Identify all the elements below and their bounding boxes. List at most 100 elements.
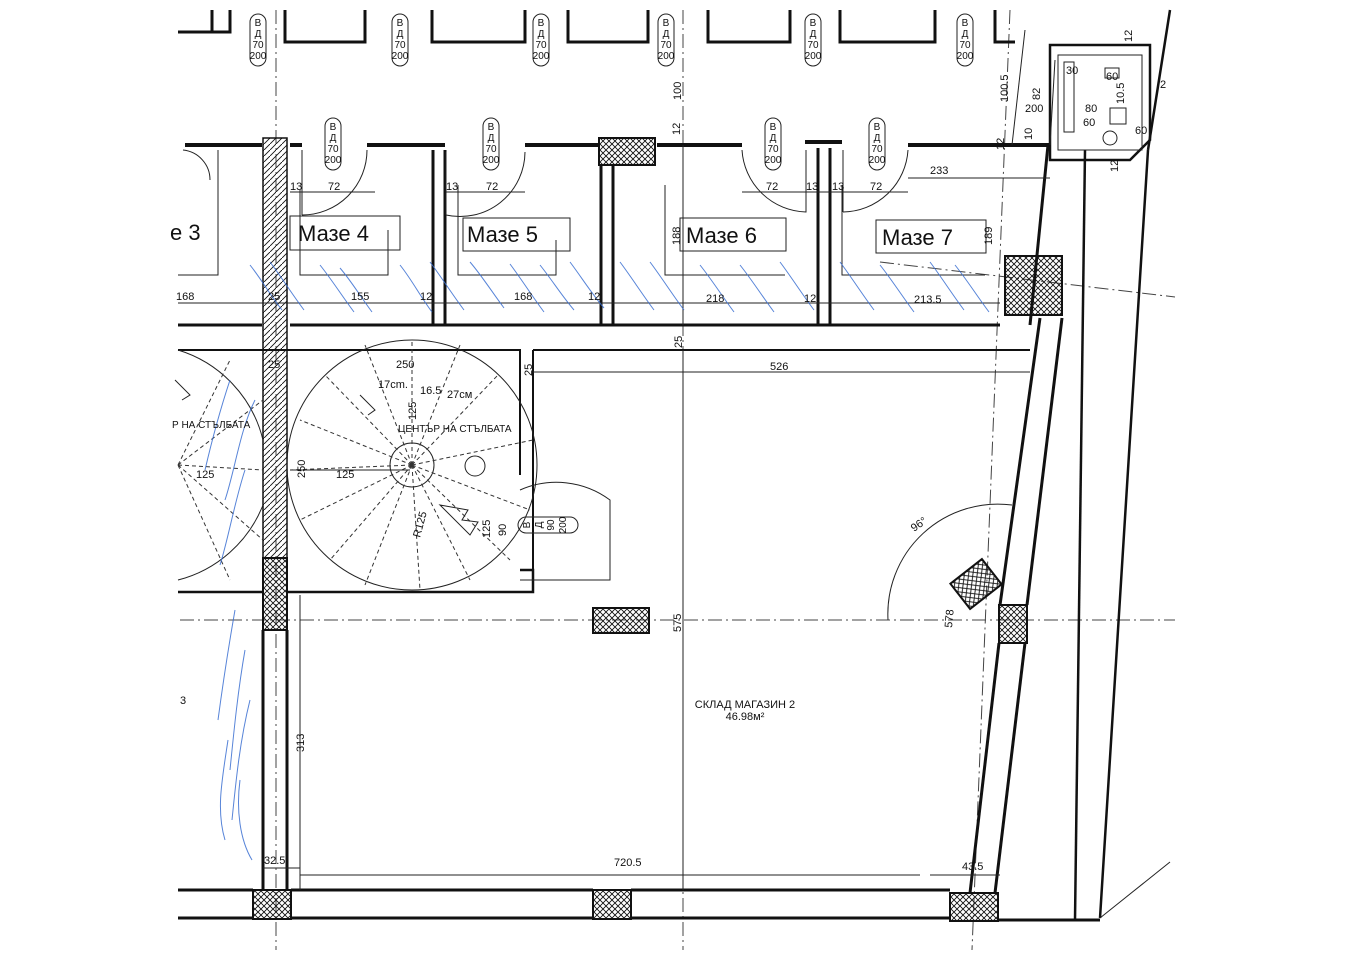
svg-text:В: В bbox=[770, 122, 777, 133]
room-label-maze5: Мазе 5 bbox=[467, 222, 538, 247]
svg-text:578: 578 bbox=[943, 609, 957, 628]
svg-text:200: 200 bbox=[658, 51, 675, 62]
svg-text:526: 526 bbox=[770, 361, 788, 373]
room-label-maze4: Мазе 4 bbox=[298, 221, 369, 246]
svg-text:313: 313 bbox=[295, 734, 307, 752]
svg-text:233: 233 bbox=[930, 165, 948, 177]
column bbox=[598, 137, 656, 166]
outer-walls bbox=[178, 9, 1172, 922]
svg-text:В: В bbox=[810, 18, 817, 29]
wall-strip bbox=[262, 137, 288, 559]
svg-text:25: 25 bbox=[673, 336, 685, 348]
svg-text:В: В bbox=[397, 18, 404, 29]
svg-text:70: 70 bbox=[807, 40, 819, 51]
spiral-stair-right bbox=[286, 339, 611, 591]
svg-text:25: 25 bbox=[268, 359, 280, 371]
svg-text:168: 168 bbox=[176, 291, 194, 303]
svg-text:Д: Д bbox=[770, 133, 777, 144]
door-tag: В Д 70 200 bbox=[657, 13, 675, 67]
stair-center-left: Р НА СТЪЛБАТА bbox=[172, 420, 251, 431]
svg-text:Д: Д bbox=[534, 521, 545, 528]
svg-text:218: 218 bbox=[706, 293, 724, 305]
svg-text:72: 72 bbox=[766, 181, 778, 193]
svg-text:168: 168 bbox=[514, 291, 532, 303]
svg-text:70: 70 bbox=[660, 40, 672, 51]
svg-text:12: 12 bbox=[995, 138, 1007, 150]
svg-text:В: В bbox=[488, 122, 495, 133]
svg-text:10.5: 10.5 bbox=[1115, 83, 1127, 104]
svg-text:R125: R125 bbox=[411, 510, 429, 539]
svg-text:2: 2 bbox=[1160, 79, 1166, 91]
svg-text:Д: Д bbox=[663, 29, 670, 40]
svg-text:32.5: 32.5 bbox=[264, 855, 285, 867]
door-tag: В Д 70 200 bbox=[391, 13, 409, 67]
svg-text:Д: Д bbox=[330, 133, 337, 144]
column bbox=[252, 889, 292, 920]
svg-text:В: В bbox=[874, 122, 881, 133]
column bbox=[262, 557, 288, 631]
svg-text:90: 90 bbox=[546, 519, 557, 531]
svg-text:25: 25 bbox=[523, 364, 535, 376]
svg-text:3: 3 bbox=[180, 695, 186, 707]
svg-text:13: 13 bbox=[446, 181, 458, 193]
svg-text:72: 72 bbox=[486, 181, 498, 193]
svg-text:82: 82 bbox=[1031, 88, 1043, 100]
svg-text:720.5: 720.5 bbox=[614, 857, 642, 869]
svg-text:200: 200 bbox=[869, 155, 886, 166]
svg-text:70: 70 bbox=[535, 40, 547, 51]
svg-text:В: В bbox=[522, 521, 533, 528]
door-tag: В Д 70 200 bbox=[249, 13, 267, 67]
room-label-maze3: е 3 bbox=[170, 220, 201, 245]
svg-text:125: 125 bbox=[407, 402, 419, 420]
svg-text:70: 70 bbox=[485, 144, 497, 155]
column bbox=[998, 604, 1028, 644]
svg-text:200: 200 bbox=[558, 516, 569, 533]
dimension-labels: 100 12 72 72 72 72 13 13 13 13 233 188 1… bbox=[176, 30, 1166, 873]
stair-center-right: ЦЕНТЪР НА СТЪЛБАТА bbox=[398, 424, 512, 435]
angle-arc bbox=[887, 503, 1013, 621]
door-tags-row2: В Д 70 200 В Д 70 200 В Д 70 200 В Д 70 … bbox=[324, 117, 886, 171]
svg-text:12: 12 bbox=[420, 291, 432, 303]
room-label-maze6: Мазе 6 bbox=[686, 223, 757, 248]
door-tags-top: В Д 70 200 В Д 70 200 В Д 70 200 В Д 70 … bbox=[249, 13, 974, 67]
svg-text:125: 125 bbox=[481, 520, 493, 538]
svg-text:70: 70 bbox=[959, 40, 971, 51]
svg-text:200: 200 bbox=[533, 51, 550, 62]
svg-text:13: 13 bbox=[806, 181, 818, 193]
svg-text:Д: Д bbox=[810, 29, 817, 40]
svg-text:Д: Д bbox=[488, 133, 495, 144]
column bbox=[948, 557, 1004, 611]
svg-text:Д: Д bbox=[397, 29, 404, 40]
svg-text:200: 200 bbox=[765, 155, 782, 166]
svg-text:12: 12 bbox=[804, 293, 816, 305]
svg-text:В: В bbox=[962, 18, 969, 29]
door-tag: В Д 70 200 bbox=[868, 117, 886, 171]
svg-text:В: В bbox=[255, 18, 262, 29]
door-tag: В Д 70 200 bbox=[956, 13, 974, 67]
svg-text:200: 200 bbox=[805, 51, 822, 62]
svg-text:10: 10 bbox=[1023, 128, 1035, 140]
svg-text:12: 12 bbox=[1123, 30, 1135, 42]
columns bbox=[252, 137, 1063, 922]
svg-text:70: 70 bbox=[252, 40, 264, 51]
svg-text:213.5: 213.5 bbox=[914, 294, 942, 306]
svg-text:125: 125 bbox=[196, 469, 214, 481]
door-tag: В Д 70 200 bbox=[324, 117, 342, 171]
svg-text:25: 25 bbox=[268, 291, 280, 303]
svg-text:90: 90 bbox=[497, 524, 509, 536]
svg-text:200: 200 bbox=[325, 155, 342, 166]
svg-text:100: 100 bbox=[672, 82, 684, 100]
svg-text:70: 70 bbox=[767, 144, 779, 155]
svg-text:В: В bbox=[663, 18, 670, 29]
svg-text:100.5: 100.5 bbox=[999, 74, 1011, 102]
svg-text:188: 188 bbox=[671, 227, 683, 245]
svg-text:200: 200 bbox=[483, 155, 500, 166]
svg-text:200: 200 bbox=[250, 51, 267, 62]
svg-text:Д: Д bbox=[962, 29, 969, 40]
svg-text:70: 70 bbox=[394, 40, 406, 51]
svg-text:13: 13 bbox=[832, 181, 844, 193]
svg-text:12: 12 bbox=[671, 123, 683, 135]
svg-text:70: 70 bbox=[871, 144, 883, 155]
upper-corridor-walls bbox=[178, 10, 1015, 44]
